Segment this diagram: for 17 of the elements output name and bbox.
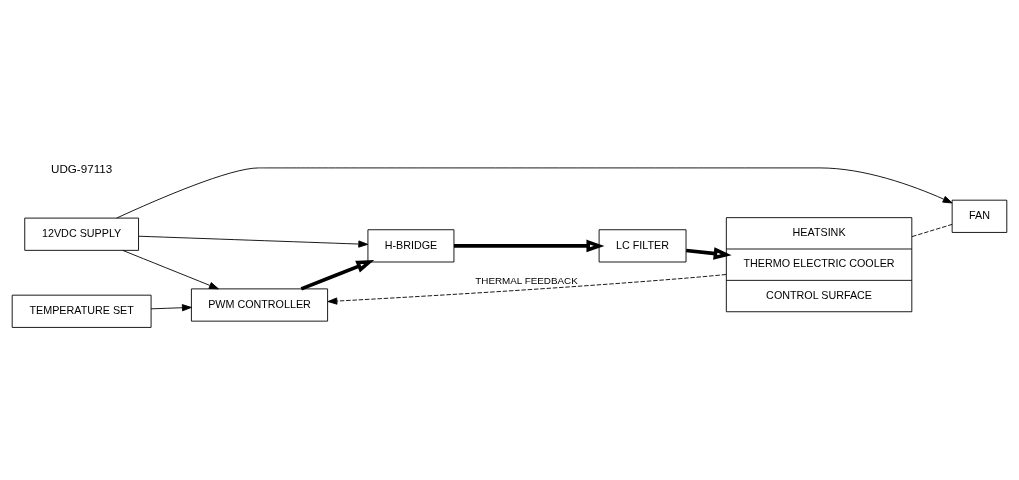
node-box: FAN — [951, 199, 1008, 233]
node-box: PWM CONTROLLER — [190, 287, 329, 322]
arrow — [138, 235, 369, 248]
node-box: 12VDC SUPPLY — [24, 217, 139, 251]
edge-label: THERMAL FEEDBACK — [475, 274, 578, 286]
arrow — [686, 246, 732, 260]
arrow — [122, 249, 219, 289]
arrow — [300, 259, 375, 291]
arrow — [327, 273, 727, 305]
node-box: LC FILTER — [598, 228, 687, 262]
node-box: TEMPERATURE SET — [11, 294, 152, 328]
arrow — [454, 239, 605, 252]
connector — [911, 223, 953, 237]
arrow — [116, 166, 953, 218]
label: UDG-97113 — [51, 161, 113, 175]
node-box: H-BRIDGE — [367, 228, 455, 262]
arrow — [150, 303, 192, 311]
